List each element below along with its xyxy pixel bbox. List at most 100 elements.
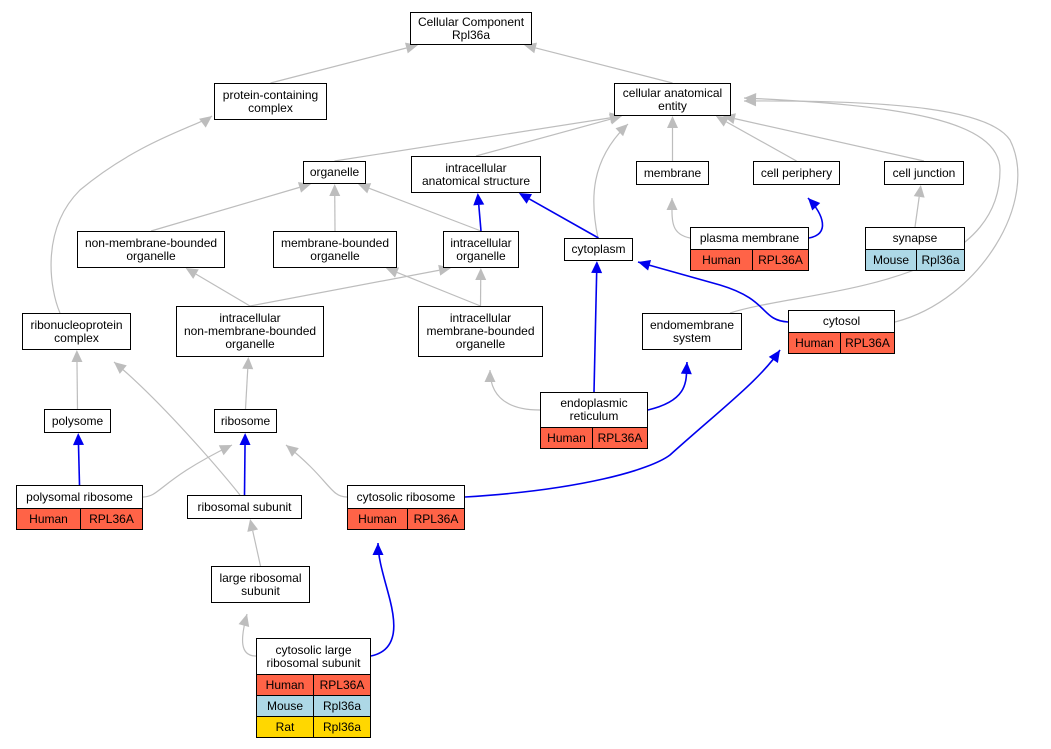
species-cell: Human: [358, 512, 397, 526]
edge-arrowhead: [239, 433, 251, 446]
node-endoplasmic-reticulum[interactable]: endoplasmic reticulum: [540, 392, 648, 428]
node-large-ribosomal-subunit[interactable]: large ribosomal subunit: [211, 566, 310, 603]
species-cell: Human: [265, 678, 305, 692]
edge-arrowhead: [242, 357, 254, 370]
gene-cell: RPL36A: [80, 509, 142, 529]
edge-cytorib-to-cytosol: [464, 349, 781, 498]
edge-arrowhead: [591, 261, 603, 274]
edge-imbo-to-mbo: [385, 267, 481, 307]
node-membrane[interactable]: membrane: [636, 161, 709, 185]
edge-line: [244, 368, 249, 410]
edge-ribosome-to-inmbo: [242, 357, 254, 410]
edge-arrowhead: [608, 113, 622, 125]
annotation-row: Human RPL36A: [347, 508, 465, 530]
edge-imbo-to-io: [475, 268, 487, 307]
annotation-row: Human RPL36A: [256, 674, 371, 696]
node-intracellular-anatomical-structure[interactable]: intracellular anatomical structure: [411, 156, 541, 193]
node-synapse[interactable]: synapse: [865, 227, 965, 250]
gene-cell: RPL36A: [407, 509, 464, 529]
edge-io-to-organelle: [358, 183, 482, 232]
gene-cell: RPL36A: [313, 675, 370, 695]
edge-line: [914, 196, 920, 228]
node-cytosolic-ribosome[interactable]: cytosolic ribosome: [347, 485, 465, 509]
edge-clrs-to-cytorib: [370, 542, 395, 657]
edge-arrowhead: [768, 350, 780, 364]
edge-er-to-imbo: [484, 369, 541, 411]
edge-rnp-to-pcc: [50, 115, 213, 314]
edge-arrowhead: [71, 350, 83, 363]
node-organelle[interactable]: organelle: [303, 161, 366, 184]
edge-arrowhead: [913, 185, 925, 198]
edge-arrowhead: [372, 543, 384, 555]
edge-plasma-to-periphery: [807, 197, 824, 239]
species-cell: Mouse: [266, 699, 304, 713]
edge-membrane-to-cae: [667, 116, 678, 161]
edge-line: [252, 530, 262, 567]
edge-arrowhead: [405, 42, 418, 54]
edge-line: [270, 47, 407, 84]
gene-cell: Rpl36a: [313, 696, 370, 716]
gene-cell: RPL36A: [840, 333, 894, 353]
edge-line: [647, 361, 688, 411]
edge-mbo-to-organelle: [329, 184, 341, 232]
edge-line: [477, 204, 482, 232]
edge-arrowhead: [518, 193, 533, 204]
annotation-row: Human RPL36A: [16, 508, 143, 530]
node-cytosol[interactable]: cytosol: [788, 310, 895, 333]
edge-arrowhead: [808, 198, 821, 211]
edge-cytorib-to-ribosome: [285, 444, 348, 498]
edge-arrowhead: [185, 268, 199, 279]
node-cellular-anatomical-entity[interactable]: cellular anatomical entity: [614, 83, 731, 116]
edge-line: [113, 361, 241, 496]
node-cell-junction[interactable]: cell junction: [884, 161, 964, 185]
edge-line: [593, 272, 598, 393]
edge-endomem-to-cae: [729, 93, 1001, 314]
node-cytosolic-large-ribosomal-subunit[interactable]: cytosolic large ribosomal subunit: [256, 638, 371, 675]
node-cytoplasm[interactable]: cytoplasm: [564, 238, 633, 261]
edge-arrowhead: [680, 362, 692, 375]
node-ribosome[interactable]: ribosome: [214, 409, 277, 433]
edge-nmbo-to-organelle: [150, 182, 311, 232]
edge-polysome-to-rnp: [71, 350, 83, 410]
edge-arrowhead: [247, 519, 259, 532]
edge-arrowhead: [238, 614, 250, 628]
node-endomembrane-system[interactable]: endomembrane system: [642, 313, 742, 350]
edge-arrowhead: [744, 93, 757, 105]
node-polysomal-ribosome[interactable]: polysomal ribosome: [16, 485, 143, 509]
node-protein-containing-complex[interactable]: protein-containing complex: [214, 83, 327, 120]
edge-line: [334, 117, 611, 162]
edge-line: [637, 261, 789, 323]
node-intracellular-membrane-bounded-organelle[interactable]: intracellular membrane-bounded organelle: [418, 306, 543, 357]
edge-line: [77, 444, 81, 486]
node-membrane-bounded-organelle[interactable]: membrane-bounded organelle: [273, 231, 397, 268]
node-cellular-component[interactable]: Cellular Component Rpl36a: [410, 12, 532, 45]
gene-cell: Rpl36a: [916, 250, 964, 270]
edge-arrowhead: [715, 116, 730, 127]
node-plasma-membrane[interactable]: plasma membrane: [690, 227, 809, 250]
node-cell-periphery[interactable]: cell periphery: [753, 161, 840, 185]
edge-arrowhead: [358, 183, 372, 194]
edge-line: [489, 369, 541, 411]
edge-line: [593, 123, 629, 239]
edge-arrowhead: [218, 445, 232, 456]
node-non-membrane-bounded-organelle[interactable]: non-membrane-bounded organelle: [77, 231, 225, 268]
node-ribonucleoprotein-complex[interactable]: ribonucleoprotein complex: [22, 313, 131, 350]
edge-line: [285, 444, 348, 498]
species-cell: Human: [29, 512, 68, 526]
node-intracellular-non-membrane-bounded-organelle[interactable]: intracellular non-membrane-bounded organ…: [176, 306, 324, 357]
edge-arrowhead: [73, 433, 84, 446]
edge-arrowhead: [666, 198, 678, 210]
edge-pcc-to-root: [270, 42, 418, 84]
node-polysome[interactable]: polysome: [44, 409, 111, 433]
edge-line: [396, 271, 481, 307]
annotation-row: Mouse Rpl36a: [256, 695, 371, 717]
edge-line: [195, 273, 251, 307]
edge-line: [50, 115, 213, 314]
node-ribosomal-subunit[interactable]: ribosomal subunit: [187, 495, 302, 519]
node-intracellular-organelle[interactable]: intracellular organelle: [443, 231, 519, 268]
